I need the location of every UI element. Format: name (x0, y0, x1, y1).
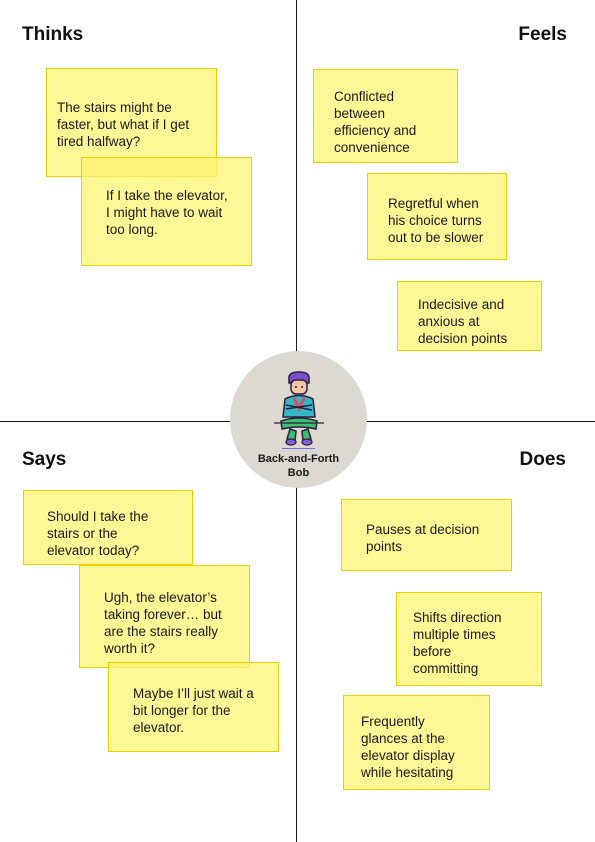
note-line: tired halfway? (57, 134, 141, 149)
thinks-title: Thinks (22, 24, 84, 45)
note-line: The stairs might be (57, 100, 172, 115)
does-title: Does (519, 449, 566, 470)
feels-title: Feels (518, 24, 567, 45)
note-line: If I take the elevator, (106, 188, 228, 203)
note-line: Should I take the (47, 509, 149, 524)
says-sticky-note-2[interactable]: Ugh, the elevator’s taking forever… but … (79, 565, 250, 668)
note-line: decision points (418, 331, 508, 346)
note-line: worth it? (104, 641, 156, 656)
note-line: Regretful when (388, 196, 479, 211)
persona-name-line: Back-and-Forth (257, 453, 340, 465)
persona-underline (282, 448, 315, 449)
note-line: glances at the (361, 731, 446, 746)
does-sticky-note-1[interactable]: Pauses at decision points (341, 499, 512, 571)
note-line: Ugh, the elevator’s (104, 590, 217, 605)
persona-circle: Back-and-Forth Bob (230, 351, 367, 488)
note-line: Pauses at decision (366, 522, 480, 537)
note-line: points (366, 539, 403, 554)
note-line: taking forever… but (104, 607, 222, 622)
note-line: Frequently (361, 714, 425, 729)
feels-sticky-note-1[interactable]: Conflicted between efficiency and conven… (313, 69, 458, 163)
note-line: Conflicted (334, 89, 395, 104)
persona-name: Back-and-Forth Bob (230, 452, 367, 480)
note-line: stairs or the (47, 526, 118, 541)
note-line: Shifts direction (413, 610, 502, 625)
feels-sticky-note-3[interactable]: Indecisive and anxious at decision point… (397, 281, 542, 351)
note-line: elevator. (133, 720, 185, 735)
note-line: multiple times (413, 627, 496, 642)
says-sticky-note-1[interactable]: Should I take the stairs or the elevator… (23, 490, 193, 565)
feels-sticky-note-2[interactable]: Regretful when his choice turns out to b… (367, 173, 507, 260)
note-line: anxious at (418, 314, 480, 329)
note-line: faster, but what if I get (57, 117, 190, 132)
note-line: bit longer for the (133, 703, 231, 718)
note-line: Maybe I’ll just wait a (133, 686, 254, 701)
note-line: before (413, 644, 452, 659)
note-line: out to be slower (388, 230, 484, 245)
note-line: Indecisive and (418, 297, 505, 312)
says-title: Says (22, 449, 67, 470)
note-line: his choice turns (388, 213, 482, 228)
does-sticky-note-3[interactable]: Frequently glances at the elevator displ… (343, 695, 490, 790)
thinks-sticky-note-2[interactable]: If I take the elevator, I might have to … (81, 157, 252, 266)
note-line: efficiency and (334, 123, 417, 138)
note-line: too long. (106, 222, 158, 237)
note-line: while hesitating (361, 765, 454, 780)
note-line: elevator today? (47, 543, 140, 558)
says-sticky-note-3[interactable]: Maybe I’ll just wait a bit longer for th… (108, 662, 279, 752)
does-sticky-note-2[interactable]: Shifts direction multiple times before c… (396, 592, 542, 686)
note-line: committing (413, 661, 479, 676)
note-line: convenience (334, 140, 410, 155)
note-line: elevator display (361, 748, 455, 763)
note-line: between (334, 106, 386, 121)
note-line: are the stairs really (104, 624, 219, 639)
note-line: I might have to wait (106, 205, 223, 220)
persona-name-line: Bob (287, 467, 310, 479)
person-sitting-cross-legged-icon (274, 371, 324, 446)
